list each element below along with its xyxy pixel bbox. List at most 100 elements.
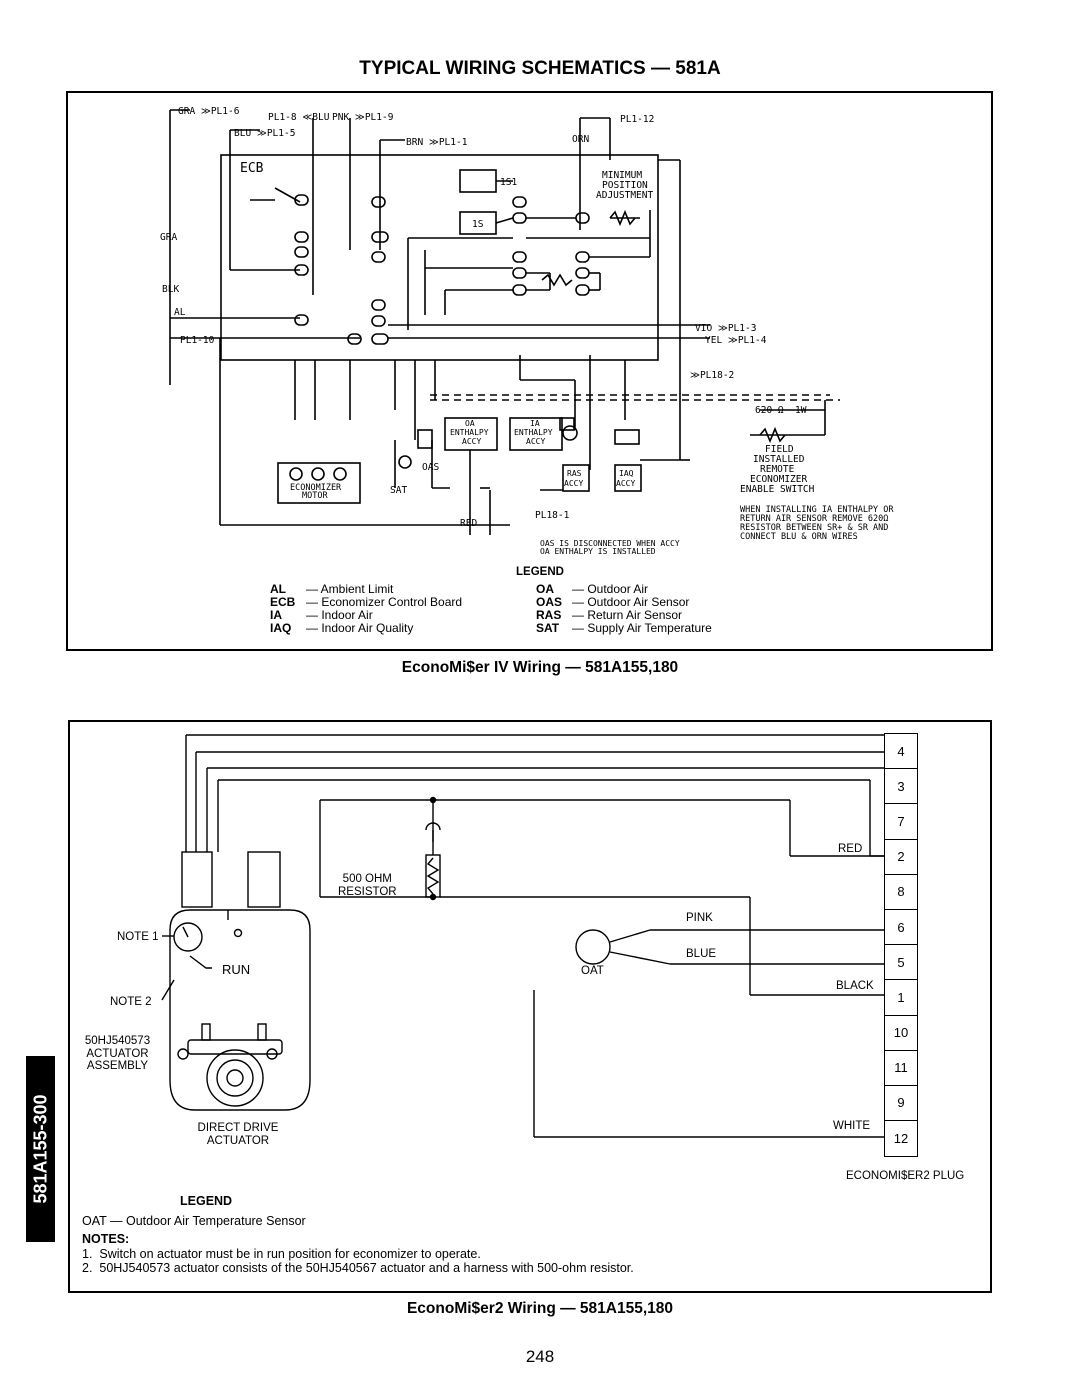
label-ia-enth1: IA [530, 419, 540, 428]
label-ras1: RAS [567, 469, 582, 478]
label-gra: GRA [160, 232, 177, 243]
diagram1-caption: EconoMi$er IV Wiring — 581A155,180 [401, 659, 679, 676]
legend-row-ia: IA— Indoor Air [270, 609, 373, 622]
legend-abbr: OA [536, 582, 554, 596]
diagram1-frame [66, 91, 993, 651]
label-pl1-5: BLU ≫PL1-5 [234, 128, 295, 139]
label-pl1-9: PNK ≫PL1-9 [332, 112, 394, 123]
label-al: AL [174, 307, 186, 318]
direct-drive-line1: DIRECT DRIVE [197, 1122, 279, 1134]
wire-label-white: WHITE [833, 1120, 871, 1132]
plug-label: ECONOMI$ER2 PLUG [846, 1170, 965, 1182]
legend-row-oas: OAS — Outdoor Air Sensor [536, 596, 689, 609]
resistor-label-line2: RESISTOR [338, 886, 397, 898]
direct-drive-line2: ACTUATOR [206, 1134, 270, 1147]
note-oas-1: OAS IS DISCONNECTED WHEN ACCY [540, 539, 680, 548]
label-oas: OAS [422, 462, 439, 473]
label-pl1-10: PL1-10 [180, 335, 215, 346]
legend-desc: — Return Air Sensor [572, 608, 683, 622]
diagram2-legend-item: OAT — Outdoor Air Temperature Sensor [82, 1214, 306, 1228]
label-field1: FIELD [765, 444, 794, 455]
diagram2-legend-title: LEGEND [180, 1194, 233, 1208]
legend-row-ras: RAS — Return Air Sensor [536, 609, 682, 622]
notes-title: NOTES: [82, 1232, 130, 1246]
label-field5: ENABLE SWITCH [740, 484, 815, 495]
legend-row-oa: OA — Outdoor Air [536, 583, 648, 596]
note-oas-2: OA ENTHALPY IS INSTALLED [540, 547, 656, 556]
plug-pin: 3 [885, 769, 917, 805]
economiser-iv-schematic: GRA ≫PL1-6 PL1-8 ≪BLU PNK ≫PL1-9 BLU ≫PL… [160, 106, 894, 556]
label-pl1-12: PL1-12 [620, 114, 654, 125]
plug-pin: 4 [885, 734, 917, 770]
legend-abbr: IA [270, 608, 282, 622]
note-ia-3: RESISTOR BETWEEN SR+ & SR AND [740, 523, 888, 533]
legend-desc: — Indoor Air Quality [306, 621, 414, 635]
economiser2-plug: 4 3 7 2 8 6 5 1 10 11 9 12 [884, 733, 918, 1157]
wire-label-black: BLACK [836, 980, 874, 992]
label-sat: SAT [390, 485, 407, 496]
label-ecb: ECB [240, 161, 264, 176]
plug-pin: 11 [885, 1051, 917, 1086]
legend-abbr: AL [270, 582, 286, 596]
plug-pin: 6 [885, 910, 917, 946]
notes-list: 1. Switch on actuator must be in run pos… [82, 1247, 634, 1275]
label-ras2: ACCY [564, 479, 583, 488]
note-item: 2. 50HJ540573 actuator consists of the 5… [82, 1261, 634, 1275]
resistor-label-line1: 500 OHM [342, 873, 392, 885]
label-pl1-6: GRA ≫PL1-6 [178, 106, 240, 117]
diagram1-legend-title: LEGEND [516, 566, 564, 578]
actuator-assembly-line3: ASSEMBLY [86, 1060, 149, 1072]
side-tab-label: 581A155-300 [30, 1094, 50, 1204]
legend-abbr: SAT [536, 621, 560, 635]
label-pl18-2: ≫PL18-2 [690, 370, 734, 381]
label-min-pos3: ADJUSTMENT [596, 190, 653, 201]
label-620-ohm: 620 Ω -1W [755, 405, 807, 416]
actuator-assembly-label: 50HJ540573 ACTUATOR ASSEMBLY [80, 1035, 155, 1073]
page-title: TYPICAL WIRING SCHEMATICS — 581A [359, 58, 721, 79]
legend-desc: — Supply Air Temperature [572, 621, 712, 635]
label-pl1-1: BRN ≫PL1-1 [406, 137, 468, 148]
legend-abbr: IAQ [270, 621, 292, 635]
plug-pin: 2 [885, 840, 917, 875]
plug-pin: 5 [885, 945, 917, 981]
note-ia-2: RETURN AIR SENSOR REMOVE 620Ω [740, 514, 888, 524]
legend-desc: — Outdoor Air [572, 582, 649, 596]
plug-pin: 1 [885, 980, 917, 1016]
label-iaq1: IAQ [619, 469, 634, 478]
legend-row-sat: SAT — Supply Air Temperature [536, 622, 712, 635]
legend-abbr: OAS [536, 595, 563, 609]
label-1s1: 1S1 [500, 177, 517, 188]
legend-abbr: RAS [536, 608, 562, 622]
legend-desc: — Ambient Limit [306, 582, 394, 596]
label-econ-motor2: MOTOR [302, 491, 328, 501]
economiser2-schematic [161, 734, 884, 1138]
label-oa-enth2: ENTHALPY [450, 428, 489, 437]
direct-drive-label: DIRECT DRIVE ACTUATOR [183, 1122, 293, 1147]
label-pl18-1: PL18-1 [535, 510, 570, 521]
note-item: 1. Switch on actuator must be in run pos… [82, 1247, 481, 1261]
legend-abbr: ECB [270, 595, 296, 609]
label-ia-enth3: ACCY [526, 437, 545, 446]
label-field4: ECONOMIZER [750, 474, 807, 485]
note-ia-1: WHEN INSTALLING IA ENTHALPY OR [740, 505, 894, 515]
actuator-assembly-line1: 50HJ540573 [84, 1035, 151, 1047]
diagram2-frame [68, 720, 992, 1293]
legend-row-iaq: IAQ — Indoor Air Quality [270, 622, 413, 635]
plug-pin: 10 [885, 1016, 917, 1051]
actuator-assembly-line2: ACTUATOR [86, 1047, 149, 1060]
legend-row-al: AL — Ambient Limit [270, 583, 393, 596]
plug-pin: 7 [885, 804, 917, 840]
legend-desc: — Outdoor Air Sensor [572, 595, 690, 609]
label-min-pos: MINIMUM [602, 170, 642, 181]
label-vio-pl1-3: VIO ≫PL1-3 [695, 323, 756, 334]
label-ia-enth2: ENTHALPY [514, 428, 553, 437]
label-red-bottom: RED [460, 518, 477, 529]
label-blk-left: BLK [162, 284, 179, 295]
plug-pin: 8 [885, 875, 917, 910]
label-orn-top: ORN [572, 134, 589, 145]
label-oa-enth3: ACCY [462, 437, 481, 446]
legend-desc: — Economizer Control Board [306, 595, 463, 609]
wire-label-blue: BLUE [686, 948, 717, 960]
oat-label: OAT [581, 965, 604, 977]
plug-pin: 9 [885, 1086, 917, 1122]
